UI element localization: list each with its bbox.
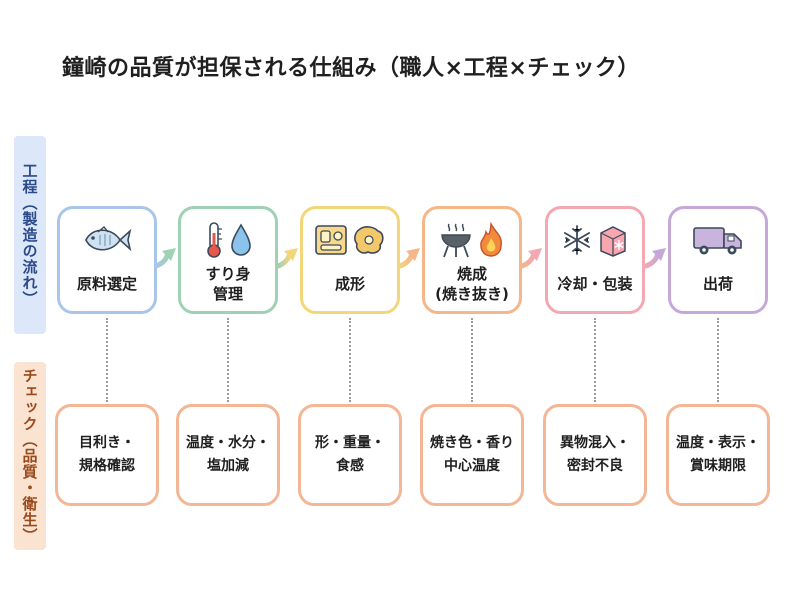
step-icons [439,221,505,263]
check-box: 目利き・ 規格確認 [55,404,159,506]
dotted-connector [227,318,229,402]
page-title: 鐘崎の品質が担保される仕組み（職人×工程×チェック） [62,56,640,81]
process-step: 焼成 (焼き抜き) [422,206,522,314]
step-icons [203,221,253,263]
check-box: 温度・表示・ 賞味期限 [666,404,770,506]
process-step: すり身 管理 [178,206,278,314]
process-row-label: 工程（製造の流れ） [14,136,46,334]
flow-arrow-icon [275,242,302,272]
dotted-connector [471,318,473,402]
grill-icon [439,222,473,262]
dotted-connector [349,318,351,402]
cold-box-icon [597,223,629,261]
step-icons [82,221,132,263]
fish-icon [82,223,132,261]
step-icons [561,221,629,263]
dotted-connector [717,318,719,402]
flow-arrow-icon [643,242,670,272]
check-box: 温度・水分・ 塩加減 [176,404,280,506]
flame-icon [477,221,505,262]
truck-icon [692,223,744,261]
step-label: 出荷 [702,275,733,293]
check-box: 形・重量・ 食感 [298,404,402,506]
water-drop-icon [229,223,253,261]
check-row-label: チェック（品質・衛生） [14,362,46,550]
check-box: 焼き色・香り 中心温度 [420,404,524,506]
thermometer-icon [203,221,225,263]
step-label: 冷却・包装 [557,275,633,293]
step-label: 焼成 (焼き抜き) [435,265,509,303]
process-step: 原料選定 [57,206,157,314]
process-step: 出荷 [668,206,768,314]
dotted-connector [594,318,596,402]
dotted-connector [106,318,108,402]
mold-tray-icon [314,223,348,261]
flow-arrow-icon [153,242,180,272]
check-box: 異物混入・ 密封不良 [543,404,647,506]
process-step: 成形 [300,206,400,314]
snowflake-icon [561,224,593,260]
shaped-piece-icon [352,223,386,261]
step-label: すり身 管理 [205,265,251,303]
step-icons [692,221,744,263]
flow-arrow-icon [519,242,546,272]
step-label: 原料選定 [76,275,137,293]
process-step: 冷却・包装 [545,206,645,314]
step-label: 成形 [334,275,365,293]
step-icons [314,221,386,263]
flow-arrow-icon [397,242,424,272]
